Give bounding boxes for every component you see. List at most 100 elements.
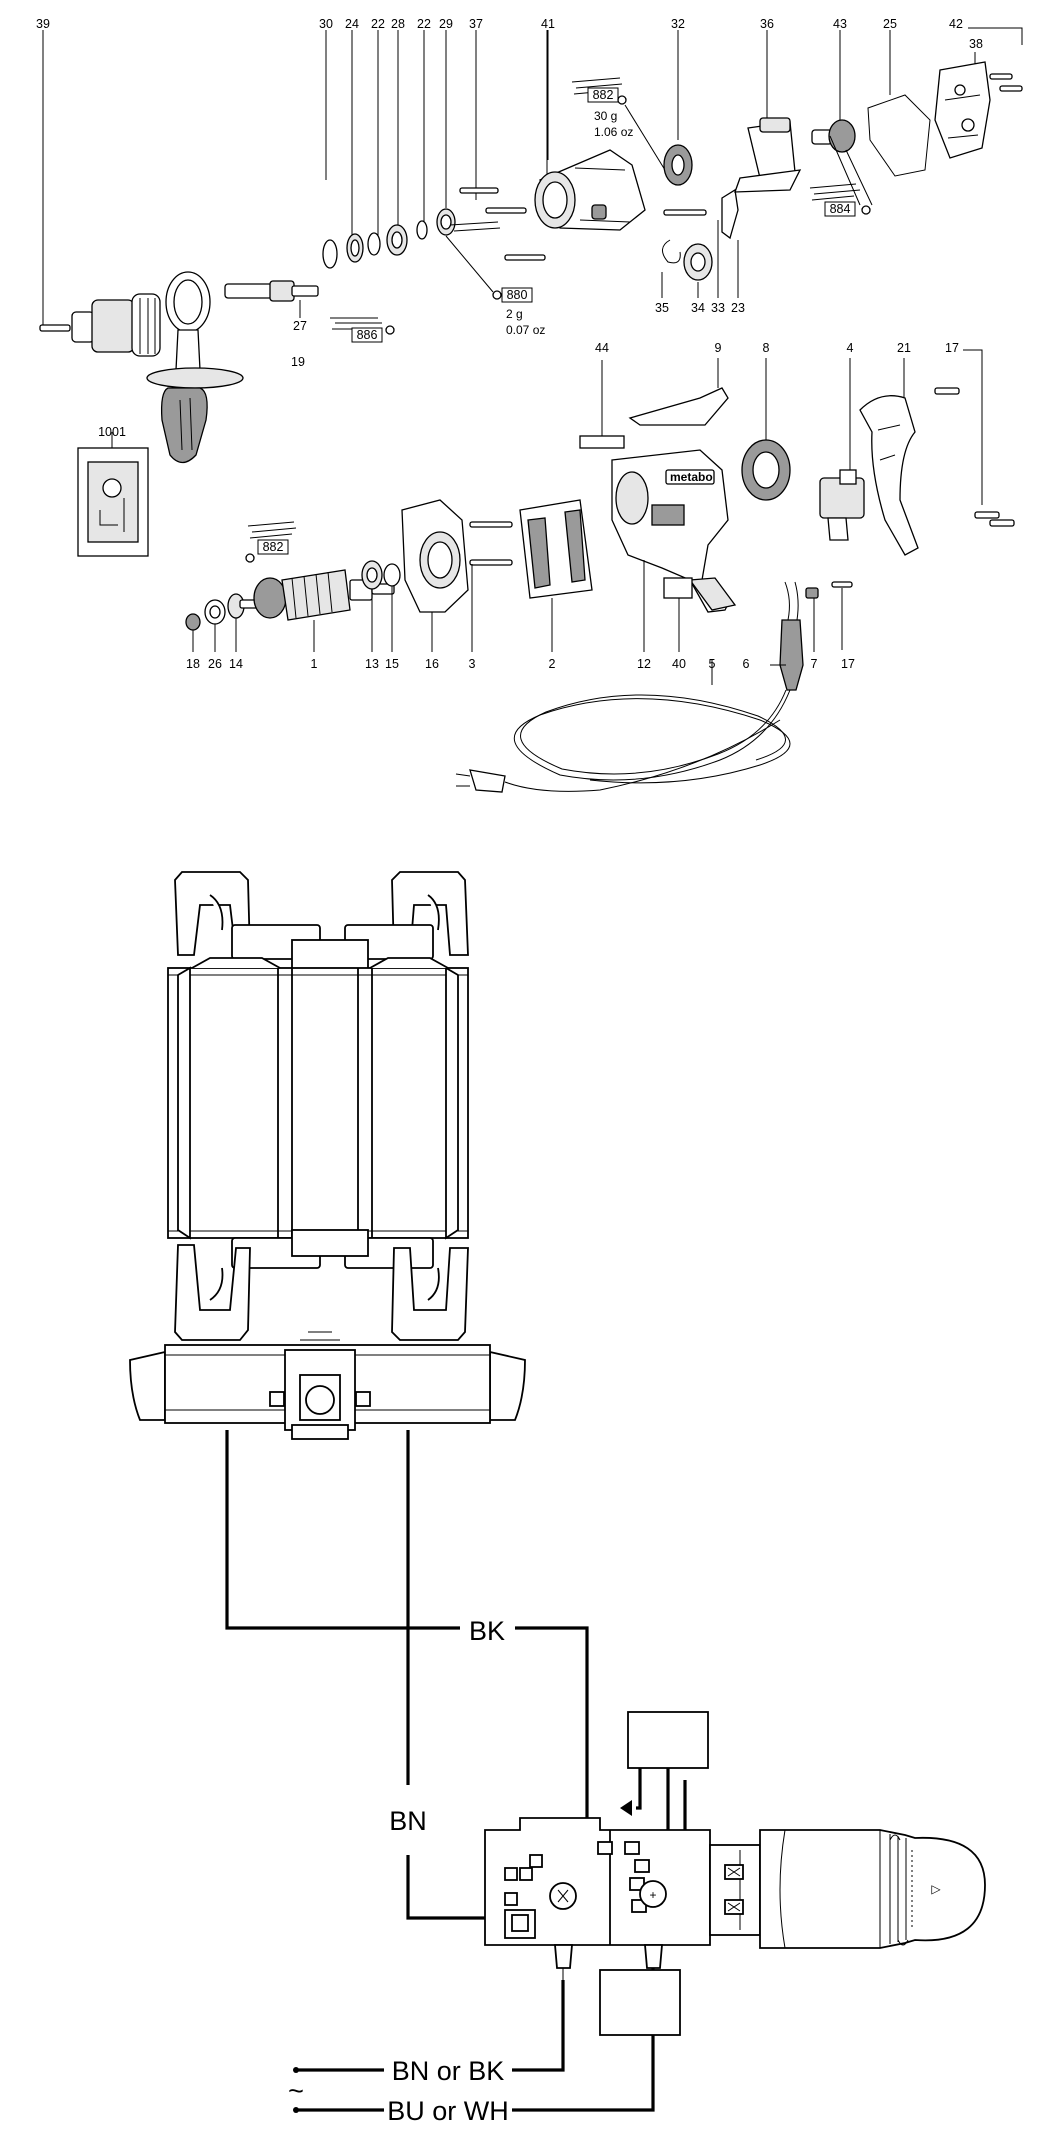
part-label-13: 13 [365,657,379,671]
cable-sleeve-part-6 [779,581,804,691]
part-label-26: 26 [208,657,222,671]
brush-holder-part-8 [741,358,791,501]
part-label-39: 39 [36,17,50,31]
suppressor-box [627,1711,709,1769]
pins-part-37 [459,187,546,261]
handle-half-part-21 [859,358,919,556]
part-label-19: 19 [291,355,305,369]
mains-label-bn-or-bk: BN or BK [392,2056,505,2086]
part-label-29: 29 [439,17,453,31]
ac-symbol: ~ [288,2076,304,2106]
part-label-32: 32 [671,17,685,31]
part-label-3: 3 [469,657,476,671]
trigger-assembly: ▷ [709,1829,986,1949]
part-number-labels: 39 30 24 22 28 22 29 37 41 32 36 43 25 4… [36,17,983,671]
qty-mid-ounces: 0.07 oz [506,323,545,337]
brush-holder-plate [129,1331,526,1440]
wire-label-bk: BK [469,1616,505,1646]
trigger-arrow-symbol: ▷ [931,1882,941,1896]
power-cable-part-5 [455,660,791,793]
grease-tag-882-bottom: 882 [245,521,297,563]
screws-part-17-top [934,349,1015,527]
gear-housing-part-41 [534,30,646,231]
switch-block: + [484,1817,711,2036]
part-label-17-top: 17 [945,341,959,355]
bottom-leader-lines [192,560,815,666]
fan-guide-part-16 [401,499,469,613]
wire-label-bn: BN [389,1806,427,1836]
part-label-22a: 22 [371,17,385,31]
exploded-view: 886 882 30 g 1.06 oz [36,17,1023,793]
tag-882-bottom: 882 [263,540,284,554]
grease-tag-880: 880 2 g 0.07 oz [445,221,545,337]
armature-part-1 [239,569,395,621]
part-label-40: 40 [672,657,686,671]
switch-part-4 [819,358,865,541]
part-label-1: 1 [311,657,318,671]
label-plate-part-1001 [77,432,149,557]
grease-tag-884: 884 [809,183,871,217]
switch-plus-symbol: + [649,1888,656,1902]
cover-part-9 [628,358,729,426]
part-label-16: 16 [425,657,439,671]
gasket-part-25 [867,94,931,177]
clip-part-35 [661,239,681,298]
wire-labels: BK BN BN or BK BU or WH ~ [288,1610,515,2126]
part-label-9: 9 [715,341,722,355]
part-label-7: 7 [811,657,818,671]
grease-tag-886: 886 [330,317,395,343]
ring-stack [322,208,456,269]
side-handle-part-19 [146,271,244,464]
part-label-28: 28 [391,17,405,31]
part-label-34: 34 [691,301,705,315]
grease-tag-882-top: 882 30 g 1.06 oz [571,77,666,171]
spindle-part-27 [224,280,319,318]
part-label-15: 15 [385,657,399,671]
part-label-41: 41 [541,17,555,31]
drill-chuck [71,293,161,357]
qty-top-grams: 30 g [594,109,617,123]
label-part-40 [663,577,693,599]
wiring-diagram: + ▷ BK BN BN or BK [129,871,986,2126]
qty-top-ounces: 1.06 oz [594,125,633,139]
stator [167,871,469,1341]
screw-part-17-bottom [831,581,853,650]
screws-part-38 [989,73,1023,92]
part-label-37: 37 [469,17,483,31]
part-label-12: 12 [637,657,651,671]
selector-part-34 [683,243,713,298]
tag-880: 880 [507,288,528,302]
part-label-36: 36 [760,17,774,31]
housing-part-12: metabo [611,449,737,613]
screws-part-3 [469,521,513,566]
pin-part-33 [663,209,719,298]
part-label-1001: 1001 [98,425,126,439]
gear-part-43 [811,119,873,206]
part-label-35: 35 [655,301,669,315]
part-label-42: 42 [949,17,963,31]
part-label-8: 8 [763,341,770,355]
cover-part-42 [934,61,991,159]
part-label-44: 44 [595,341,609,355]
part-label-17-bottom: 17 [841,657,855,671]
spring-part-23 [721,188,739,298]
part-label-21: 21 [897,341,911,355]
tag-886: 886 [357,328,378,342]
brush-part-7 [805,587,819,599]
part-label-4: 4 [847,341,854,355]
small-parts-row [185,593,245,631]
part-label-30: 30 [319,17,333,31]
field-part-2 [519,499,593,599]
part-label-5: 5 [709,657,716,671]
part-label-22b: 22 [417,17,431,31]
part-label-38: 38 [969,37,983,51]
tag-882-top: 882 [593,88,614,102]
screw-part-39 [39,324,71,332]
brand-mark: metabo [670,470,713,484]
part-label-2: 2 [549,657,556,671]
part-label-14: 14 [229,657,243,671]
part-label-25: 25 [883,17,897,31]
part-label-27: 27 [293,319,307,333]
part-label-33: 33 [711,301,725,315]
